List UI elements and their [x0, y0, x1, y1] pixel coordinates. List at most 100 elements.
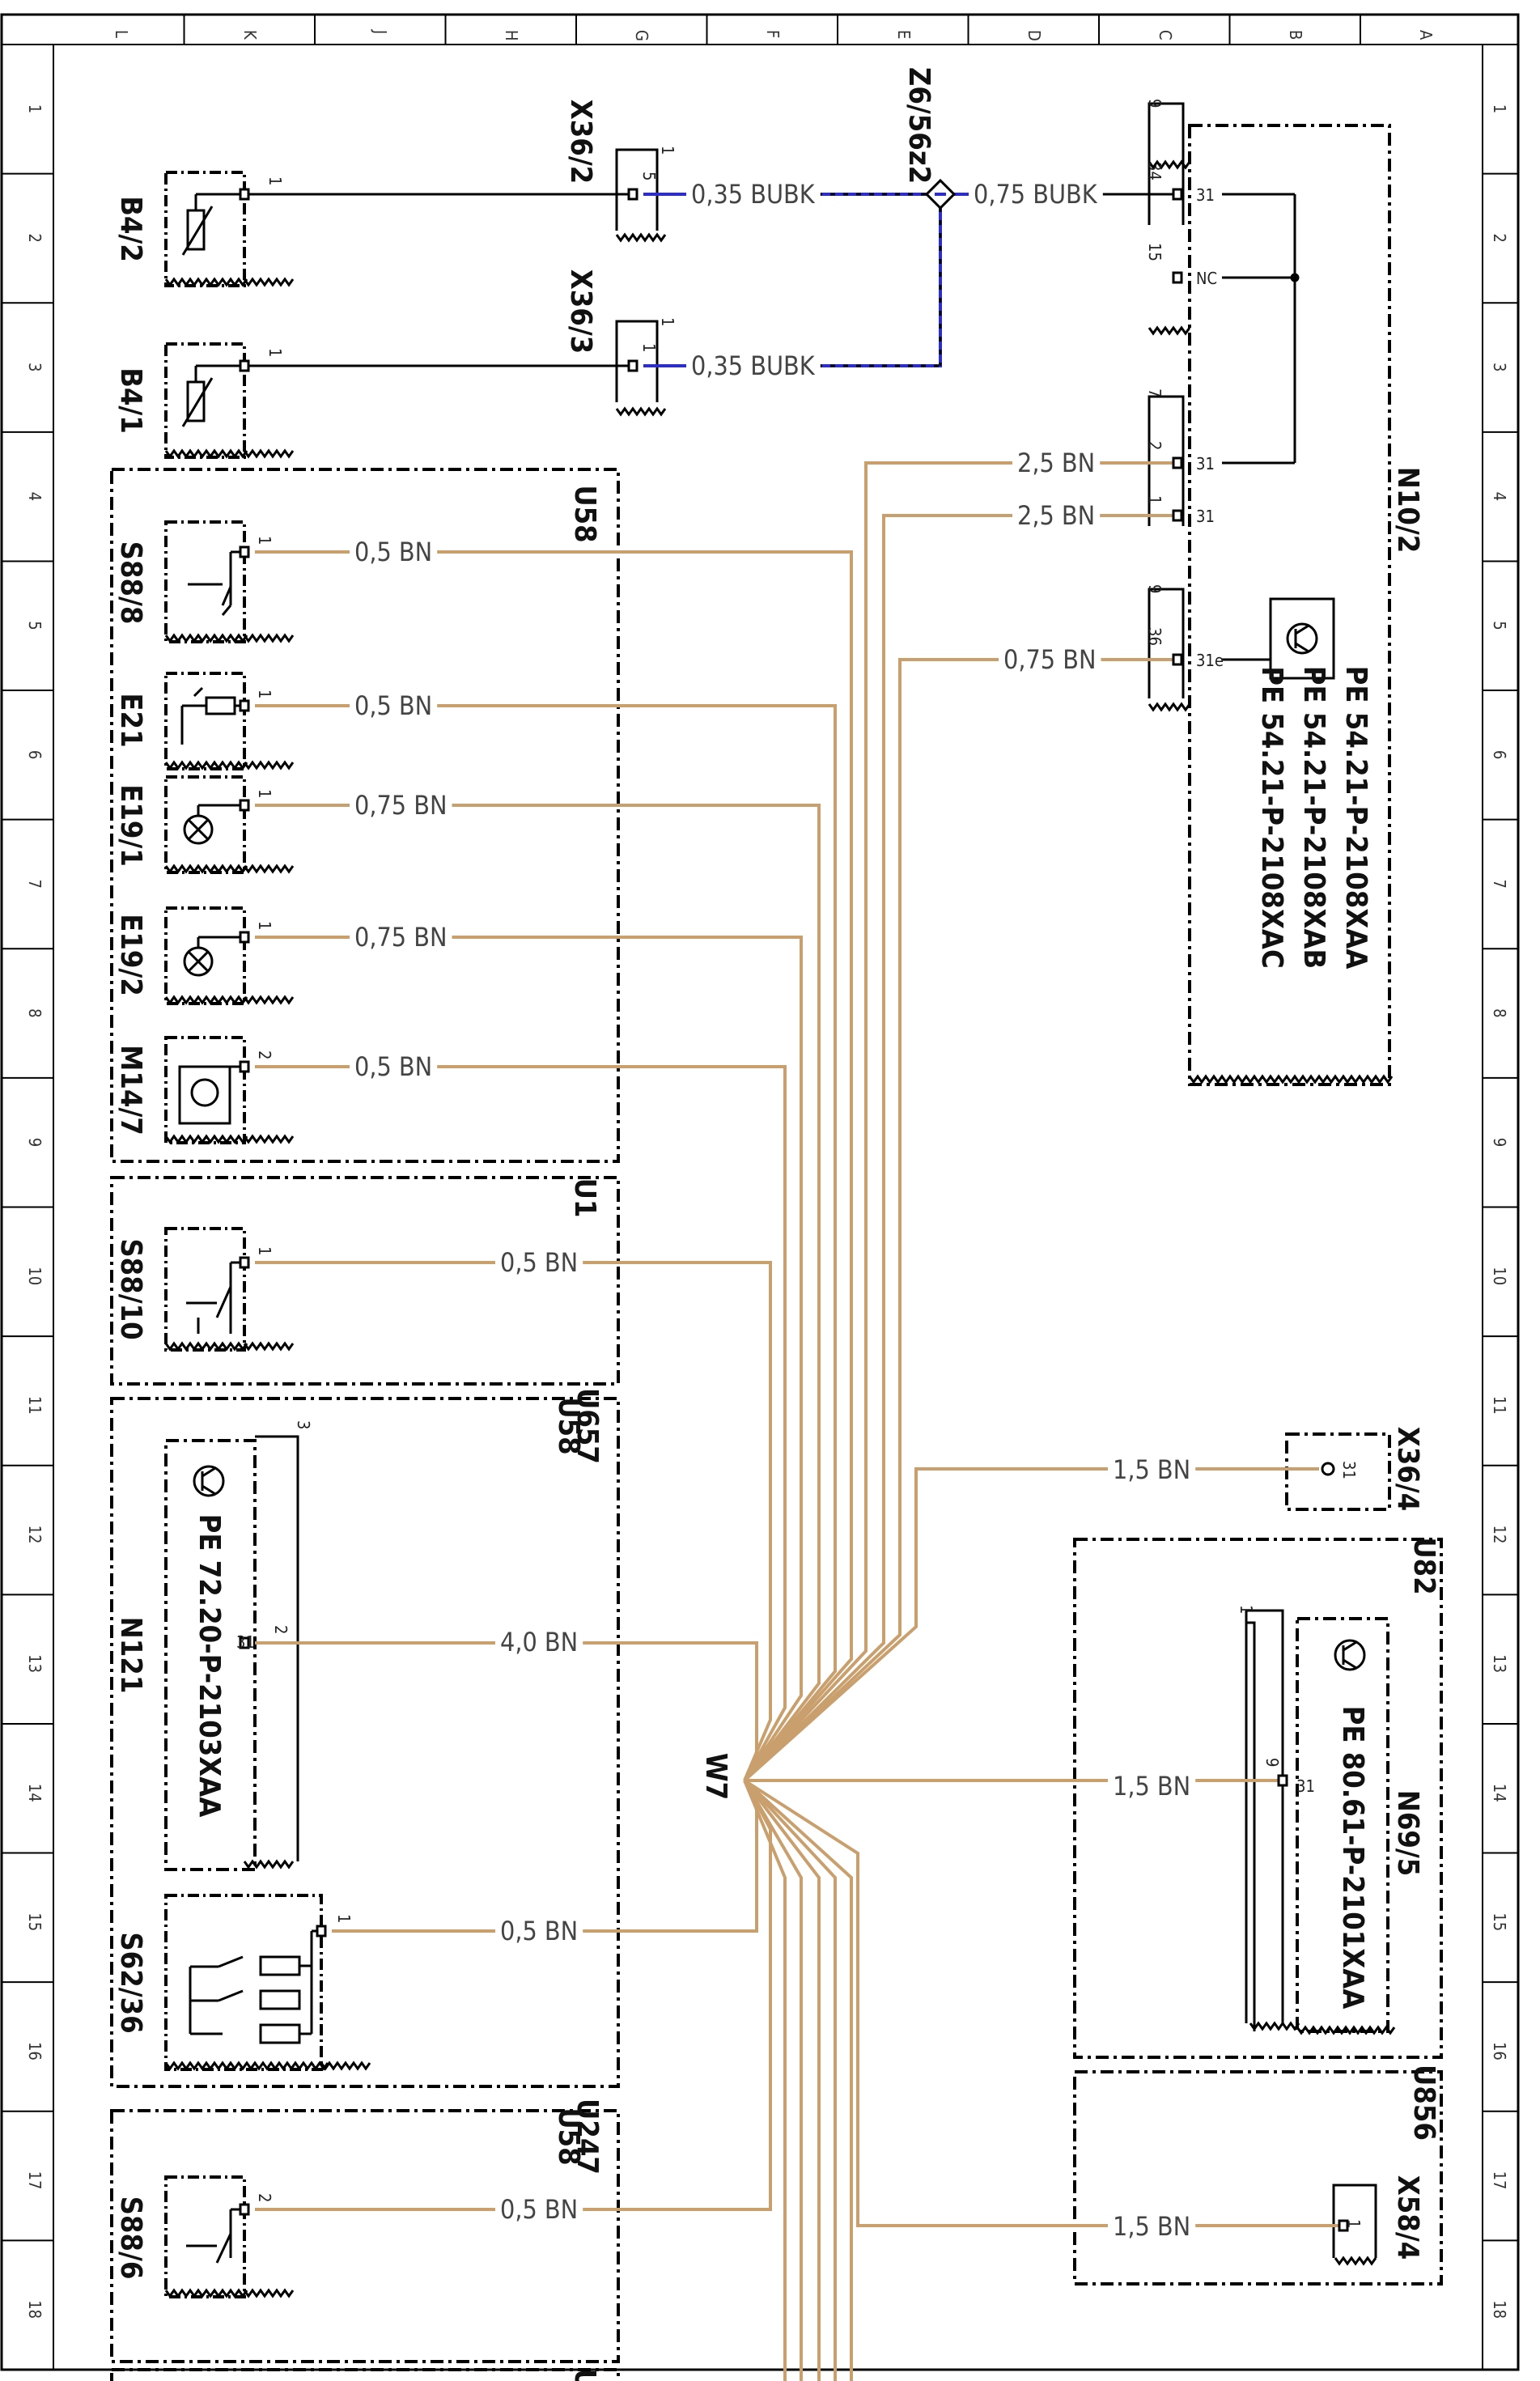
s88-8-component-box — [164, 520, 246, 643]
n69-5-connector-lead — [1246, 1621, 1256, 2031]
u-group-label-partial: U — [568, 2369, 601, 2381]
cut-mark — [164, 995, 248, 1005]
z6-splice-node — [924, 178, 957, 210]
grid-row-label: 18 — [25, 2300, 45, 2319]
grid-col-label: A — [1416, 30, 1436, 40]
grid-row-label-right: 12 — [1490, 1526, 1509, 1544]
cut-mark — [243, 2288, 295, 2298]
n10-2-label: N10/2 — [1391, 467, 1424, 554]
ground-bundle-continuation — [743, 1779, 837, 2381]
n10-2-transistor-symbol — [1222, 597, 1335, 680]
wire-label-s88-10: 0,5 BN — [500, 1247, 578, 1278]
grid-row-label: 10 — [25, 1267, 45, 1285]
n69-5-pe-ref: PE 80.61-P-2101XAA — [1336, 1706, 1369, 2010]
grid-row-label-right: 9 — [1490, 1138, 1509, 1147]
n10-2-pe-ref-2: PE 54.21-P-2108XAB — [1297, 666, 1330, 969]
s88-10-label: S88/10 — [114, 1238, 147, 1339]
grid-row-label: 11 — [25, 1396, 45, 1415]
pin-s88-10: 1 — [255, 1246, 274, 1255]
cut-mark — [1148, 325, 1191, 336]
wire-label-n69-5: 1,5 BN — [1113, 1771, 1190, 1802]
pin-n10-2: 2 — [1145, 441, 1165, 450]
x58-4-label: X58/4 — [1391, 2175, 1424, 2260]
cut-mark — [615, 232, 667, 243]
grid-row-label-right: 16 — [1490, 2042, 1509, 2061]
pin-n10-7: 7 — [1145, 388, 1165, 397]
ground-bundle-continuation — [743, 1779, 803, 2381]
grid-col-label: G — [632, 30, 651, 41]
u58-module-box — [110, 468, 620, 1163]
n10-2-module-box — [1188, 124, 1391, 1086]
grid-row-label-right: 2 — [1490, 233, 1509, 242]
wire-label-background — [1108, 2211, 1196, 2242]
e19-2-component-box — [164, 906, 246, 1005]
cut-mark — [164, 633, 248, 643]
pin-e19-1: 1 — [255, 789, 274, 798]
grid-col-label: C — [1156, 30, 1175, 40]
wire-label-x36-4: 1,5 BN — [1113, 1454, 1190, 1485]
cut-mark — [164, 864, 248, 874]
cut-mark — [243, 1859, 295, 1870]
s88-8-switch-symbol — [188, 550, 244, 616]
pin-n10-nc: NC — [1196, 269, 1217, 288]
connector-outline — [1148, 102, 1185, 225]
cut-mark — [164, 2061, 329, 2071]
x36-4-label: X36/4 — [1391, 1427, 1424, 1511]
ground-wire-m14-7 — [255, 1065, 787, 1781]
wire-label-background — [350, 922, 452, 953]
s62-36-switch-symbol — [189, 1929, 321, 2044]
pin-s62-36: 1 — [334, 1914, 354, 1923]
n10-2-pe-ref-3: PE 54.21-P-2108XAC — [1255, 666, 1288, 969]
u58-group-label-2: U58 — [552, 1397, 585, 1454]
wire-label-background — [350, 790, 452, 821]
pin-n10-9b: 9 — [1145, 584, 1165, 593]
grid-row-label: 12 — [25, 1526, 45, 1544]
n69-5-label: N69/5 — [1391, 1790, 1424, 1877]
grid-col-label: H — [502, 30, 521, 41]
ground-bundle-continuation — [743, 1779, 821, 2381]
wire-label-background — [999, 644, 1101, 675]
pin-terminal — [1172, 271, 1183, 284]
connector-outline — [1332, 2184, 1377, 2258]
grid-row-label: 2 — [25, 233, 45, 242]
wire-label-s88-8: 0,5 BN — [354, 537, 432, 567]
wire-label-background — [969, 179, 1103, 210]
grid-col-label: L — [112, 30, 131, 38]
pin-x36-3-header: 1 — [658, 317, 677, 326]
wire-label-b4-1: 0,35 BUBK — [691, 350, 816, 381]
n121-transistor-symbol — [193, 1465, 225, 1497]
cut-mark — [164, 1341, 248, 1352]
cut-mark — [164, 2288, 248, 2298]
wire-label-background — [495, 1627, 583, 1657]
wire-label-n10-gnd1: 2,5 BN — [1017, 448, 1095, 478]
pin-terminal — [316, 1925, 327, 1937]
grid-row-label-right: 10 — [1490, 1267, 1509, 1285]
pin-terminal — [239, 1256, 250, 1269]
wire-label-e21: 0,5 BN — [354, 690, 432, 721]
cut-mark — [1249, 2021, 1300, 2031]
e19-2-lamp-symbol — [183, 936, 244, 977]
grid-row-label: 9 — [25, 1138, 45, 1147]
pin-n10-34: 34 — [1145, 162, 1165, 180]
u856-module-box — [1073, 2070, 1443, 2286]
u-module-box-partial — [110, 2368, 620, 2381]
pin-terminal — [1277, 1774, 1288, 1787]
connector-outline — [615, 320, 659, 402]
b4-2-label: B4/2 — [114, 196, 147, 262]
s62-36-label: S62/36 — [114, 1932, 147, 2033]
pin-x36-4: 31 — [1339, 1461, 1359, 1479]
cut-mark — [1334, 2256, 1377, 2266]
pin-n10-1: 1 — [1145, 495, 1165, 504]
pin-n10-31b: 31 — [1196, 454, 1215, 473]
grid-row-label-right: 14 — [1490, 1784, 1509, 1802]
wire-label-b4-2: 0,35 BUBK — [691, 179, 816, 210]
wire-label-background — [495, 1247, 583, 1278]
grid-col-label: K — [240, 30, 260, 40]
ground-wire-e21 — [255, 704, 837, 1782]
grid-column-labels: L K J H G F E D C B A — [112, 29, 1436, 41]
pin-terminal — [239, 188, 250, 201]
pin-x36-3: 1 — [639, 343, 659, 352]
pin-n10-31a: 31 — [1196, 185, 1215, 205]
